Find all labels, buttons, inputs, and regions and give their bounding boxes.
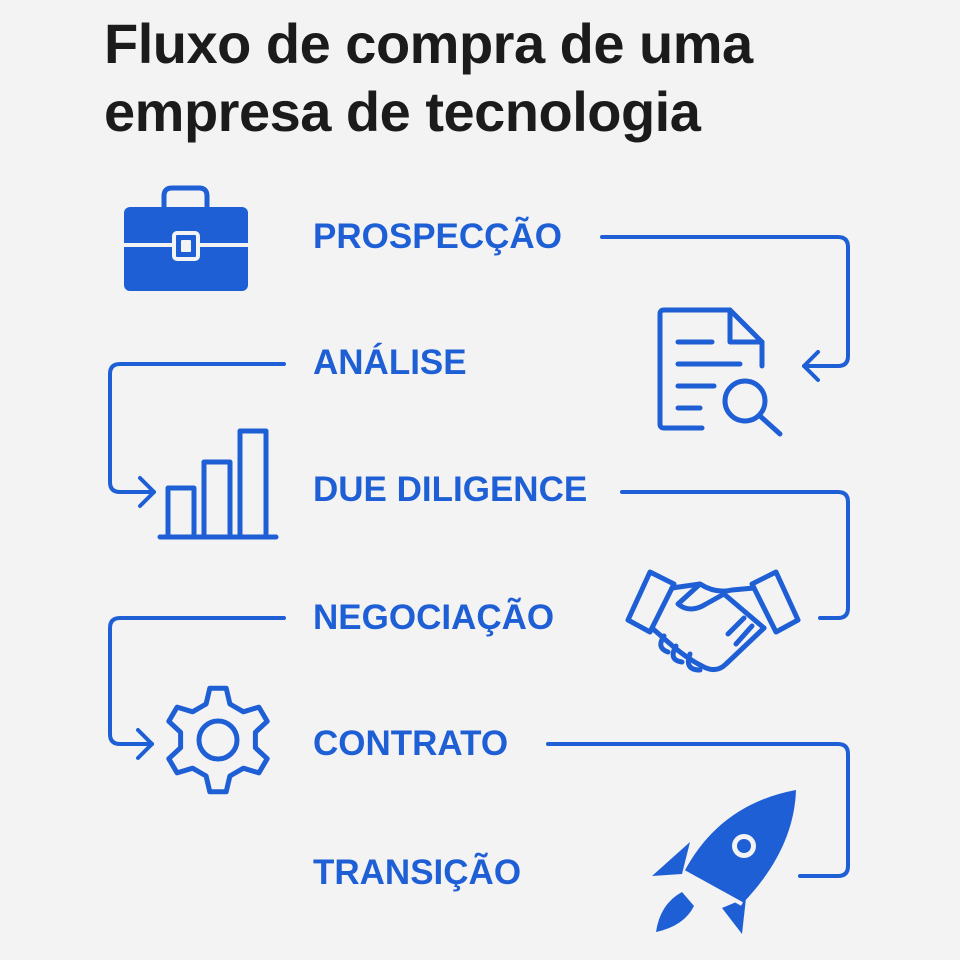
rocket-icon bbox=[652, 790, 796, 934]
connector-prospeccao-analise bbox=[600, 235, 850, 382]
step-label-transicao: TRANSIÇÃO bbox=[313, 853, 522, 892]
connector-contrato-transicao bbox=[546, 742, 850, 878]
connector-due-diligence-negociacao bbox=[620, 490, 850, 620]
handshake-icon bbox=[625, 569, 801, 673]
document-search-icon bbox=[657, 307, 783, 437]
step-label-negociacao: NEGOCIAÇÃO bbox=[313, 598, 555, 637]
step-label-due-diligence: DUE DILIGENCE bbox=[313, 470, 588, 509]
diagram-title: Fluxo de compra de uma empresa de tecnol… bbox=[104, 12, 753, 143]
connector-analise-due-diligence bbox=[108, 362, 286, 508]
step-label-prospeccao: PROSPECÇÃO bbox=[313, 217, 562, 256]
gear-icon bbox=[166, 685, 270, 795]
briefcase-icon bbox=[124, 185, 248, 291]
step-label-analise: ANÁLISE bbox=[313, 343, 467, 382]
connector-negociacao-contrato bbox=[108, 616, 286, 760]
step-label-contrato: CONTRATO bbox=[313, 724, 509, 763]
bar-chart-icon bbox=[157, 428, 279, 540]
